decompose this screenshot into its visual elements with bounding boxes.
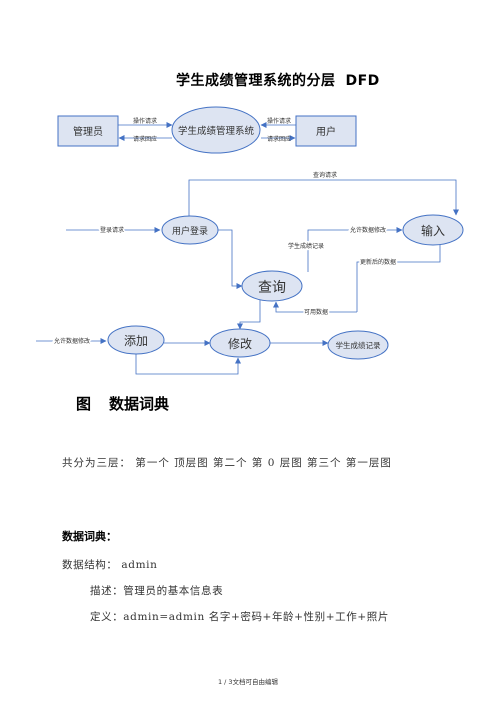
flow-label-allow-modify: 允许数据修改 [350, 226, 386, 234]
system-process [171, 106, 261, 154]
flow-query-to-modify [237, 300, 261, 330]
figure-caption: 图数据词典 [76, 393, 169, 414]
dictionary-heading: 数据词典： [62, 530, 117, 543]
admin-label: 管理员 [73, 125, 103, 138]
flow-label-available-data: 可用数据 [304, 308, 328, 316]
grade-records-label: 学生成绩记录 [336, 340, 381, 350]
modify-label: 修改 [228, 336, 252, 351]
user-entity [295, 115, 357, 147]
flow-query-request [188, 179, 459, 218]
flow-login-to-query [218, 229, 243, 289]
flow-label-student-records: 学生成绩记录 [288, 242, 324, 250]
page-title: 学生成绩管理系统的分层 DFD [176, 70, 380, 90]
second-level-diagram: 查询请求 登录请求 用户登录 输入 允许数据修改 学生成绩记录 更新后的数据 查… [36, 171, 464, 375]
system-label: 学生成绩管理系统 [178, 125, 255, 137]
admin-entity [57, 115, 119, 147]
top-level-diagram: 管理员 学生成绩管理系统 用户 操作请求 请求回应 操作请求 请求回应 [57, 106, 357, 154]
intro-paragraph: 共分为三层： 第一个 顶层图 第二个 第 0 层图 第三个 第一层图 [62, 457, 392, 469]
flow-query-to-input [307, 227, 403, 272]
flow-add-loop [135, 354, 241, 375]
input-process [402, 214, 464, 246]
flow-label-query-request: 查询请求 [313, 171, 337, 179]
dictionary-definition: 定义：admin=admin 名字+密码+年龄+性别+工作+照片 [90, 611, 389, 623]
user-label: 用户 [316, 125, 336, 138]
input-label: 输入 [421, 223, 445, 238]
dfd-diagram: 管理员 学生成绩管理系统 用户 操作请求 请求回应 操作请求 请求回应 查询请求… [36, 106, 464, 375]
grade-records-process [327, 330, 389, 360]
flow-updated-data [356, 245, 441, 312]
dictionary-description: 描述：管理员的基本信息表 [90, 585, 224, 597]
figure-caption-label: 图 [76, 395, 92, 413]
flow-label-op-request-left: 操作请求 [133, 117, 157, 125]
query-process [241, 270, 303, 302]
flow-label-op-request-right: 操作请求 [267, 117, 291, 125]
dictionary-structure: 数据结构： admin [62, 559, 158, 571]
query-label: 查询 [258, 280, 286, 296]
flow-label-req-return-left: 请求回应 [133, 135, 157, 143]
flow-label-allow-modify2: 允许数据修改 [54, 337, 90, 345]
page-footer: 1 / 3文档可自由编辑 [217, 678, 279, 686]
flow-label-req-return-right: 请求回应 [267, 135, 291, 143]
title-main: 学生成绩管理系统的分层 [176, 73, 336, 89]
figure-caption-text: 数据词典 [109, 395, 170, 413]
add-label: 添加 [124, 334, 148, 348]
flow-label-login-request: 登录请求 [100, 226, 124, 234]
flow-label-updated-data: 更新后的数据 [360, 258, 396, 266]
user-login-label: 用户登录 [172, 225, 208, 237]
title-suffix: DFD [345, 73, 380, 89]
flow-available-data [273, 301, 357, 313]
